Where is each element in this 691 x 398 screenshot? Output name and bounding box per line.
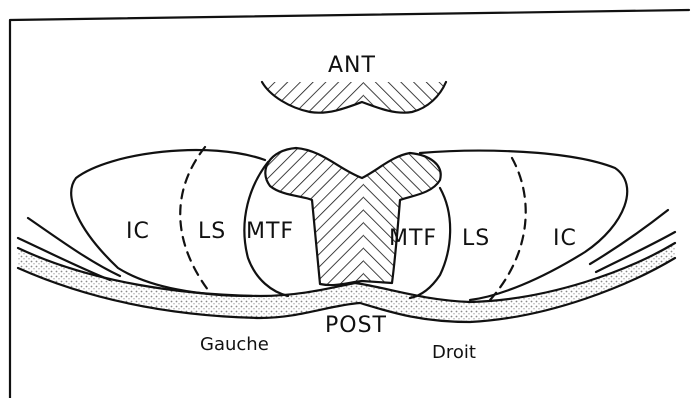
- label-left-ic: IC: [126, 219, 150, 244]
- label-left-ls: LS: [198, 219, 226, 244]
- label-anterior: ANT: [328, 53, 376, 78]
- label-right-ls: LS: [462, 226, 490, 251]
- label-right-mtf: MTF: [389, 226, 437, 251]
- anterior-hatched-region: [262, 82, 446, 113]
- label-left-mtf: MTF: [246, 219, 294, 244]
- right-muscle-mass: [410, 151, 627, 300]
- label-left-side: Gauche: [200, 334, 269, 355]
- label-right-ic: IC: [553, 226, 577, 251]
- label-right-side: Droit: [432, 342, 476, 363]
- label-posterior: POST: [325, 313, 387, 338]
- vertebra-hatched-region: [265, 148, 440, 285]
- right-ic-ls-boundary: [490, 158, 526, 300]
- left-muscle-outline: [71, 150, 265, 296]
